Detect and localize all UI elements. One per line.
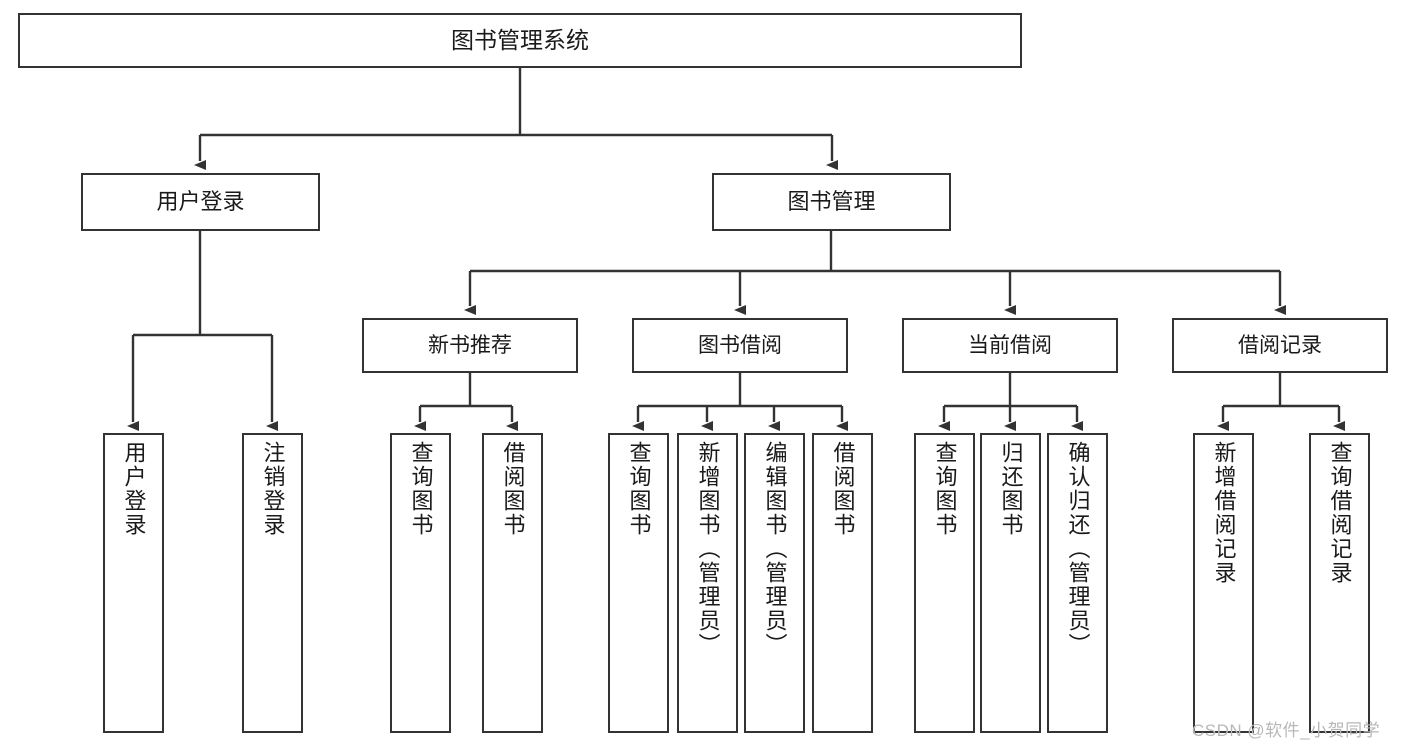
node-root[interactable]: 图书管理系统: [18, 13, 1022, 68]
leaf-query-borrow-record[interactable]: 查询借阅记录: [1309, 433, 1370, 733]
leaf-logout-label: 注销登录: [260, 441, 286, 537]
leaf-query-book-current-label: 查询图书: [932, 441, 958, 537]
node-book-management-label: 图书管理: [787, 188, 876, 214]
node-book-management[interactable]: 图书管理: [712, 173, 951, 231]
leaf-confirm-return-admin[interactable]: 确认归还（管理员）: [1047, 433, 1108, 733]
leaf-borrow-book-recommend[interactable]: 借阅图书: [482, 433, 543, 733]
leaf-user-login[interactable]: 用户登录: [103, 433, 164, 733]
leaf-query-book-recommend-label: 查询图书: [408, 441, 434, 537]
node-current-borrow[interactable]: 当前借阅: [902, 318, 1118, 373]
leaf-query-book-borrow[interactable]: 查询图书: [608, 433, 669, 733]
node-borrow-record[interactable]: 借阅记录: [1172, 318, 1388, 373]
leaf-query-borrow-record-label: 查询借阅记录: [1327, 441, 1353, 585]
leaf-add-borrow-record[interactable]: 新增借阅记录: [1193, 433, 1254, 733]
leaf-query-book-borrow-label: 查询图书: [626, 441, 652, 537]
node-new-book-recommend[interactable]: 新书推荐: [362, 318, 578, 373]
leaf-confirm-return-admin-label: 确认归还（管理员）: [1065, 441, 1091, 657]
node-root-label: 图书管理系统: [451, 26, 589, 53]
leaf-user-login-label: 用户登录: [121, 441, 147, 537]
leaf-borrow-book-label: 借阅图书: [830, 441, 856, 537]
node-book-borrow-label: 图书借阅: [698, 333, 782, 357]
leaf-add-book-admin-label: 新增图书（管理员）: [695, 441, 721, 657]
leaf-edit-book-admin[interactable]: 编辑图书（管理员）: [744, 433, 805, 733]
leaf-add-book-admin[interactable]: 新增图书（管理员）: [677, 433, 738, 733]
node-new-book-recommend-label: 新书推荐: [428, 333, 512, 357]
leaf-add-borrow-record-label: 新增借阅记录: [1211, 441, 1237, 585]
node-user-login[interactable]: 用户登录: [81, 173, 320, 231]
node-user-login-label: 用户登录: [156, 188, 245, 214]
leaf-logout[interactable]: 注销登录: [242, 433, 303, 733]
leaf-return-book-label: 归还图书: [998, 441, 1024, 537]
leaf-borrow-book-recommend-label: 借阅图书: [500, 441, 526, 537]
leaf-return-book[interactable]: 归还图书: [980, 433, 1041, 733]
node-book-borrow[interactable]: 图书借阅: [632, 318, 848, 373]
leaf-query-book-recommend[interactable]: 查询图书: [390, 433, 451, 733]
leaf-edit-book-admin-label: 编辑图书（管理员）: [762, 441, 788, 657]
node-current-borrow-label: 当前借阅: [968, 333, 1052, 357]
leaf-query-book-current[interactable]: 查询图书: [914, 433, 975, 733]
node-borrow-record-label: 借阅记录: [1238, 333, 1322, 357]
csdn-watermark: CSDN @软件_小贺同学: [1192, 721, 1381, 740]
leaf-borrow-book[interactable]: 借阅图书: [812, 433, 873, 733]
